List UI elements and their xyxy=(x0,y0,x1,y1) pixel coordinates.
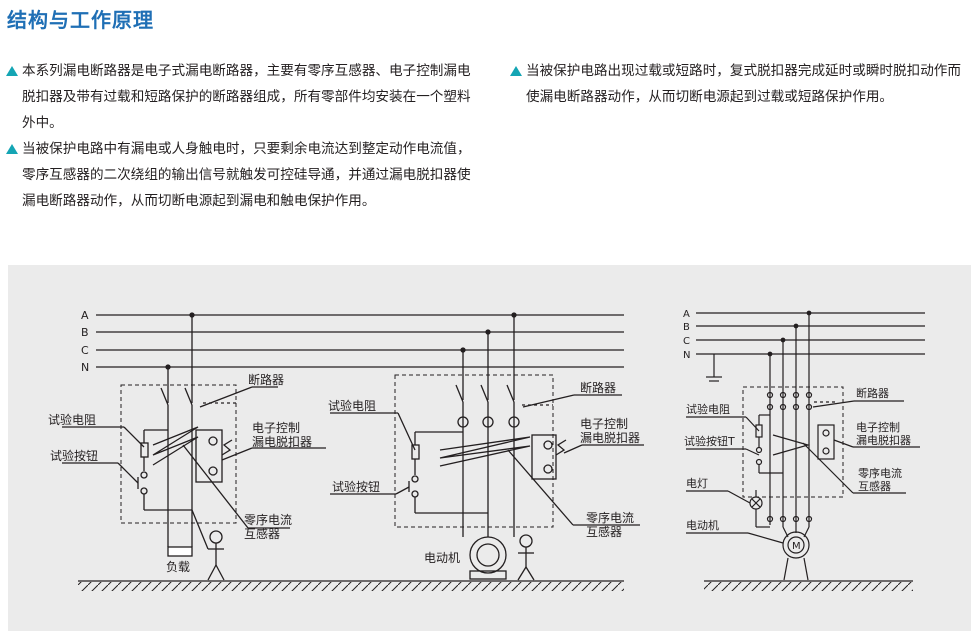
d3-motor-label: 电动机 xyxy=(686,518,719,532)
d3-ct-label-1: 零序电流 xyxy=(858,466,902,480)
d1-test-resistor-label: 试验电阻 xyxy=(48,412,96,427)
d2-motor-label: 电动机 xyxy=(424,551,460,565)
triangle-bullet-icon xyxy=(510,66,522,76)
triangle-bullet-icon xyxy=(6,144,18,154)
d1-ct-label-2: 互感器 xyxy=(244,526,280,541)
phase-n-label: N xyxy=(81,361,89,374)
phase-c-label: C xyxy=(81,344,89,357)
diagram-1 xyxy=(62,312,644,591)
d1-test-button-label: 试验按钮 xyxy=(50,448,98,463)
paragraph: 当被保护电路中有漏电或人身触电时，只要剩余电流达到整定动作电流值，零序互感器的二… xyxy=(6,136,476,214)
paragraph-text: 本系列漏电断路器是电子式漏电断路器，主要有零序互感器、电子控制漏电脱扣器及带有过… xyxy=(22,63,471,131)
d2-test-button-label: 试验按钮 xyxy=(332,479,380,494)
paragraph: 本系列漏电断路器是电子式漏电断路器，主要有零序互感器、电子控制漏电脱扣器及带有过… xyxy=(6,58,476,136)
page-title: 结构与工作原理 xyxy=(7,8,154,32)
triangle-bullet-icon xyxy=(6,66,18,76)
d2-ct-label-1: 零序电流 xyxy=(586,510,634,525)
d3-release-label-2: 漏电脱扣器 xyxy=(856,433,911,447)
d3-test-resistor-label: 试验电阻 xyxy=(686,402,730,416)
phase-b-label: B xyxy=(81,326,89,339)
paragraph-text: 当被保护电路出现过载或短路时，复式脱扣器完成延时或瞬时脱扣动作而使漏电断路器动作… xyxy=(526,63,961,105)
d3-phase-c-label: C xyxy=(683,336,690,347)
wiring-diagrams: A B C N 断路器 试验电阻 试验按钮 电子控制 漏电脱扣器 零序电流 互感… xyxy=(48,309,925,591)
right-column: 当被保护电路出现过载或短路时，复式脱扣器完成延时或瞬时脱扣动作而使漏电断路器动作… xyxy=(510,58,972,110)
d3-ct-label-2: 互感器 xyxy=(858,480,891,493)
d3-test-button-label: 试验按钮T xyxy=(684,434,735,448)
d1-ct-label-1: 零序电流 xyxy=(244,512,292,527)
d3-motor-symbol: M xyxy=(792,541,801,552)
d2-release-label-1: 电子控制 xyxy=(580,417,628,431)
d2-ct-label-2: 互感器 xyxy=(586,524,622,539)
d1-release-label-1: 电子控制 xyxy=(252,421,300,435)
d1-breaker-label: 断路器 xyxy=(248,372,284,387)
d3-lamp-label: 电灯 xyxy=(686,477,708,490)
d3-phase-a-label: A xyxy=(683,309,690,320)
d3-release-label-1: 电子控制 xyxy=(856,420,900,434)
d2-test-resistor-label: 试验电阻 xyxy=(328,398,376,413)
d2-breaker-label: 断路器 xyxy=(580,380,616,395)
left-column: 本系列漏电断路器是电子式漏电断路器，主要有零序互感器、电子控制漏电脱扣器及带有过… xyxy=(6,58,476,214)
d2-release-label-2: 漏电脱扣器 xyxy=(580,430,640,445)
d1-release-label-2: 漏电脱扣器 xyxy=(252,434,312,449)
d3-phase-b-label: B xyxy=(683,322,690,333)
phase-a-label: A xyxy=(81,309,89,322)
d3-phase-n-label: N xyxy=(683,350,690,361)
paragraph-text: 当被保护电路中有漏电或人身触电时，只要剩余电流达到整定动作电流值，零序互感器的二… xyxy=(22,141,471,209)
d3-breaker-label: 断路器 xyxy=(856,386,889,400)
diagram-panel: A B C N 断路器 试验电阻 试验按钮 电子控制 漏电脱扣器 零序电流 互感… xyxy=(8,265,971,631)
d1-load-label: 负载 xyxy=(166,560,190,574)
paragraph: 当被保护电路出现过载或短路时，复式脱扣器完成延时或瞬时脱扣动作而使漏电断路器动作… xyxy=(510,58,972,110)
diagram-3 xyxy=(686,310,925,591)
